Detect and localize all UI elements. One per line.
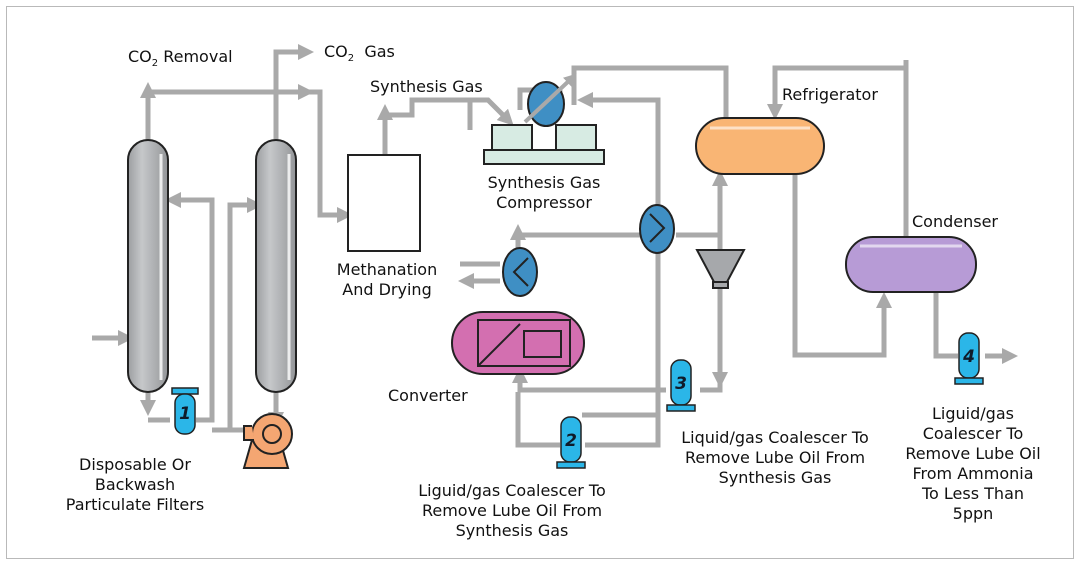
methanation-outlet-pipe	[382, 97, 473, 155]
co2-gas-label: CO2 Gas	[324, 42, 395, 65]
refrigerator-to-condenser-pipe	[792, 175, 893, 358]
methanation-drying-unit	[347, 154, 421, 252]
diagram-border	[6, 6, 1074, 559]
filter-3-number: 3	[675, 374, 687, 394]
condenser-vessel	[845, 236, 977, 293]
refrigerator-label: Refrigerator	[782, 85, 878, 104]
synthesis-gas-compressor	[483, 73, 605, 165]
filter-4: 4	[954, 332, 984, 385]
coalescer-3-label: Liquid/gas Coalescer To Remove Lube Oil …	[681, 428, 869, 487]
filter-3: 3	[666, 359, 696, 412]
synthesis-gas-pipe	[430, 97, 514, 126]
co2-gas-pipe	[273, 43, 315, 142]
compressor-to-refrigerator-pipe	[571, 65, 729, 120]
refrigerator-vessel	[695, 117, 825, 175]
converter-label: Converter	[388, 386, 468, 405]
filter-4-number: 4	[962, 347, 975, 367]
converter-bottom-pipe	[515, 392, 560, 448]
co2-absorber-column	[127, 139, 169, 393]
separator-funnel	[695, 249, 746, 289]
upper-exchanger-pipe	[515, 232, 640, 248]
column1-overhead-pipe	[145, 89, 354, 224]
methanation-label: Methanation And Drying	[336, 260, 438, 299]
coalescer-4-label: Liguid/gas Coalescer To Remove Lube Oil …	[905, 404, 1041, 523]
filter-2: 2	[556, 416, 586, 469]
exchanger-to-refrigerator-pipe	[676, 169, 729, 238]
co2-stripper-column	[255, 139, 297, 393]
filters-label: Disposable Or Backwash Particulate Filte…	[65, 455, 205, 514]
filter1-return-pipe	[164, 191, 215, 423]
co2-removal-label: CO2 Removal	[128, 47, 233, 70]
filter3-to-converter-pipe	[517, 380, 666, 393]
filter-2-number: 2	[565, 431, 577, 451]
synthesis-gas-label: Synthesis Gas	[370, 77, 483, 96]
coalescer-2-label: Liguid/gas Coalescer To Remove Lube Oil …	[418, 481, 606, 540]
filter2-return-pipe	[585, 415, 661, 448]
pump-icon	[242, 413, 293, 469]
separator-drain-pipe	[700, 288, 723, 393]
condenser-outlet-pipe	[933, 292, 958, 359]
filter-1-number: 1	[179, 404, 191, 424]
converter-vessel	[451, 311, 585, 375]
filter-1: 1	[171, 387, 199, 435]
compressor-discharge-pipe	[582, 97, 661, 418]
refrigerator-inlet-pipe	[766, 65, 906, 121]
upper-heat-exchanger	[639, 204, 675, 254]
compressor-label: Synthesis Gas Compressor	[487, 173, 601, 212]
condenser-label: Condenser	[912, 212, 998, 231]
filter1-to-column2-pipe	[227, 196, 264, 430]
lower-heat-exchanger	[502, 247, 538, 297]
